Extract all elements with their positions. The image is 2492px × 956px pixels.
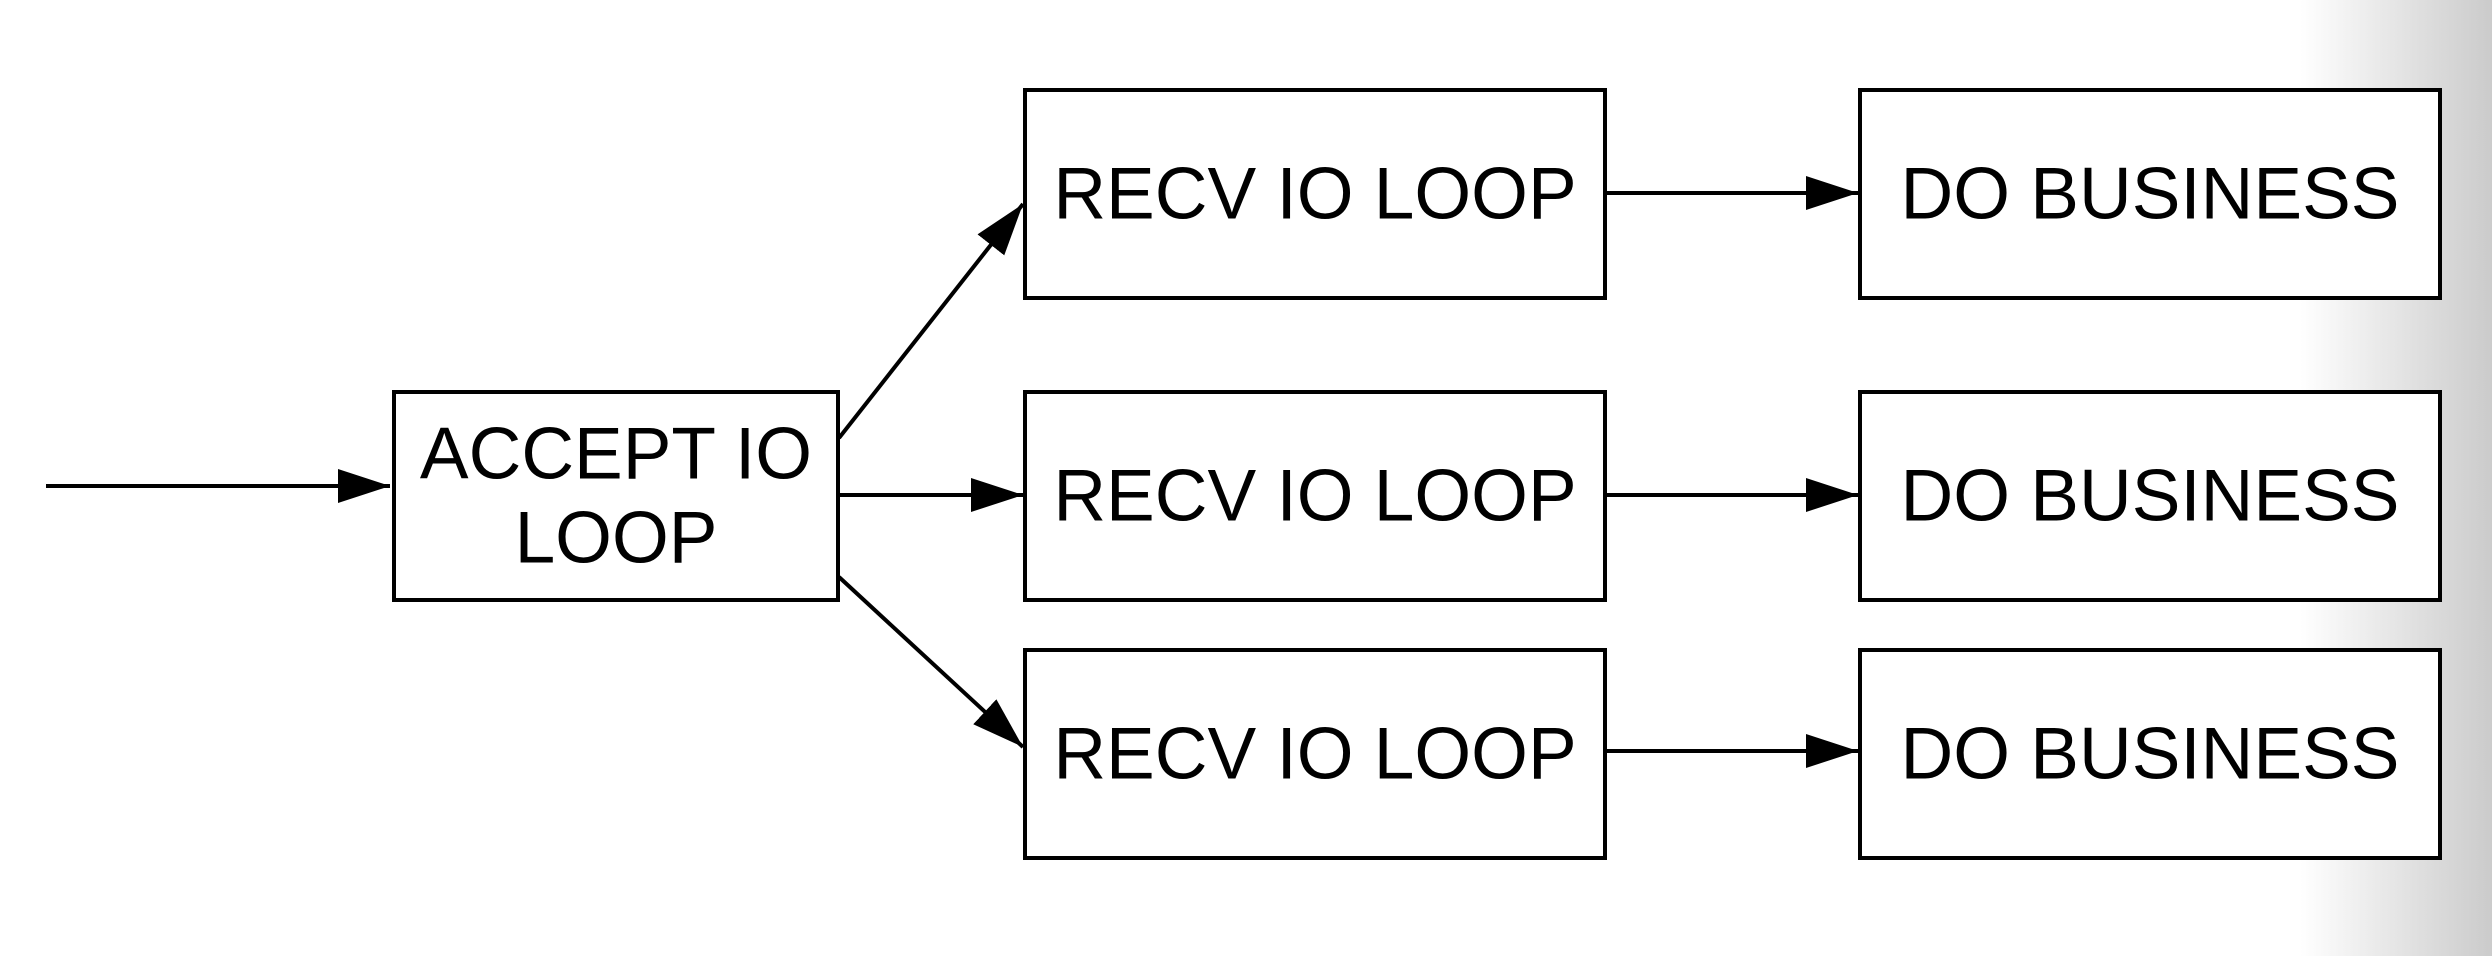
recv-io-loop-label-1: RECV IO LOOP <box>1053 154 1576 235</box>
accept-io-loop-label-line2: LOOP <box>515 498 718 579</box>
do-business-label-1: DO BUSINESS <box>1901 154 2400 235</box>
edge-accept-to-recv-3 <box>837 575 1025 749</box>
do-business-node-3 <box>1858 648 2442 860</box>
do-business-node-2 <box>1858 390 2442 602</box>
recv-io-loop-node-2 <box>1023 390 1607 602</box>
do-business-node-1 <box>1858 88 2442 300</box>
do-business-label-3: DO BUSINESS <box>1901 714 2400 795</box>
do-business-label-2: DO BUSINESS <box>1901 456 2400 537</box>
recv-io-loop-node-1 <box>1023 88 1607 300</box>
recv-io-loop-node-3 <box>1023 648 1607 860</box>
edge-accept-to-recv-1 <box>837 202 1025 440</box>
recv-io-loop-label-2: RECV IO LOOP <box>1053 456 1576 537</box>
recv-io-loop-label-3: RECV IO LOOP <box>1053 714 1576 795</box>
accept-io-loop-node <box>392 390 840 602</box>
accept-io-loop-label-line1: ACCEPT IO <box>420 414 812 495</box>
